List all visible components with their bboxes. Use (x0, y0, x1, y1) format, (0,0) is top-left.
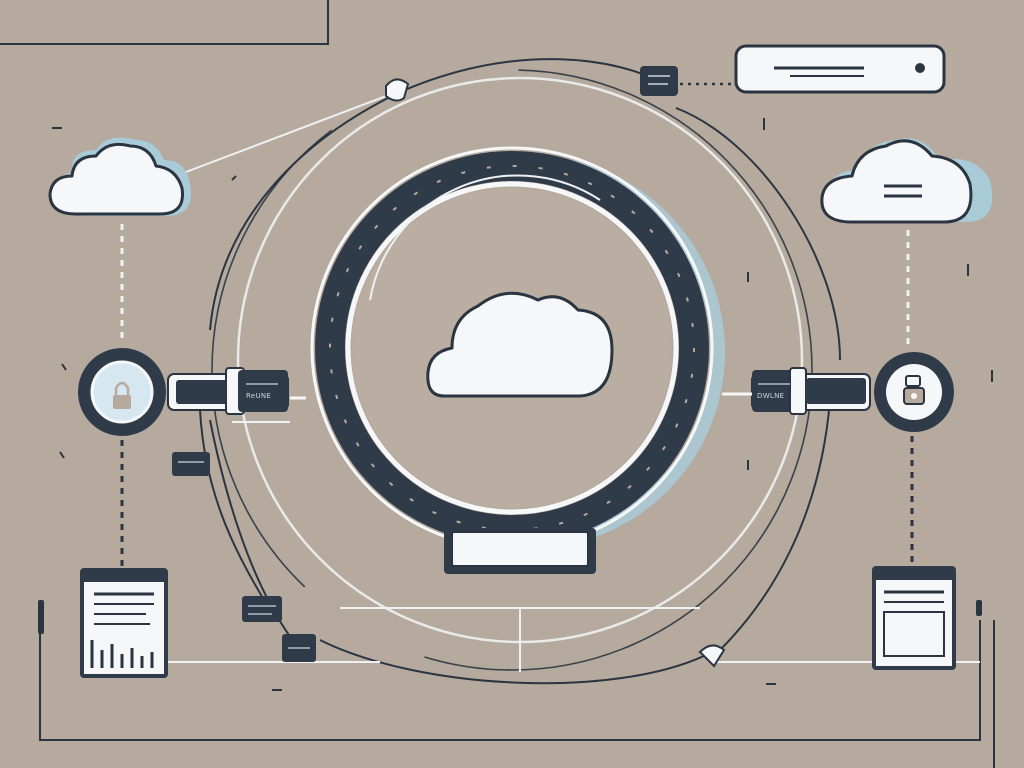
ring-bottom-label (444, 528, 596, 574)
connection-wires (39, 58, 995, 768)
padlock-icon (113, 381, 131, 409)
top-search-bar-icon (734, 44, 946, 94)
small-tag-bottom-2 (282, 634, 316, 662)
right-connector-tag: DWLNE (757, 392, 784, 400)
right-cable-plug (976, 600, 982, 616)
ring-dashes (329, 165, 695, 531)
ring-inner-thin-arc (369, 174, 601, 301)
right-lock-node (874, 352, 954, 432)
bottom-pin (698, 644, 726, 668)
top-small-tag (640, 66, 678, 96)
outer-dark-arc (211, 69, 813, 671)
right-document-icon (872, 566, 956, 670)
left-connector-tag: ReUNE (246, 392, 271, 400)
left-lock-node (78, 348, 166, 436)
bar-chart-icon (90, 640, 154, 668)
left-cloud-icon (48, 137, 192, 216)
top-pin (385, 78, 410, 102)
left-connector: ReUNE (167, 367, 306, 415)
scatter-marks (52, 118, 993, 691)
small-tag-left (172, 452, 210, 476)
left-cable-plug (38, 600, 44, 634)
left-document-chart-icon (80, 568, 168, 678)
top-left-frame (0, 0, 329, 45)
right-connector: DWLNE (722, 367, 871, 415)
small-tag-bottom-1 (242, 596, 282, 622)
right-cloud-icon (820, 138, 993, 224)
ring-inner-white-edge (345, 181, 679, 515)
center-cloud-icon (426, 291, 614, 398)
dashed-connectors-dark (120, 82, 914, 566)
padlock-icon (903, 375, 925, 405)
dashed-connectors (120, 224, 910, 350)
